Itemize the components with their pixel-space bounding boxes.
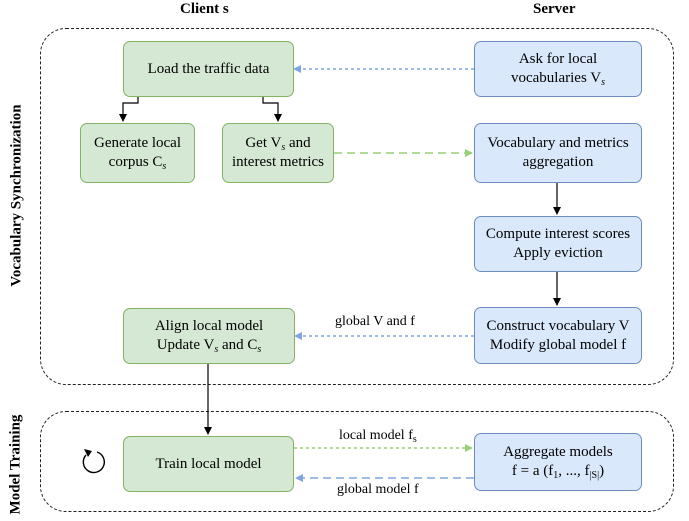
- get-vs-box: Get Vs and interest metrics: [222, 123, 334, 183]
- compute-line2: Apply eviction: [513, 245, 603, 261]
- construct-line2: Modify global model f: [489, 336, 627, 353]
- ask-line2: vocabularies Vs: [510, 70, 606, 88]
- aggregate-models-box: Aggregate models f = a (f1, ..., f|S|): [474, 433, 642, 491]
- train-local-model-box: Train local model: [123, 436, 294, 492]
- construct-line1: Construct vocabulary V: [486, 317, 630, 334]
- arrow-load-to-corpus: [119, 97, 139, 122]
- get-vs-line2: interest metrics: [231, 154, 325, 170]
- client-header: Client s: [180, 1, 229, 17]
- aggregation-line1: Vocabulary and metrics: [487, 135, 629, 151]
- aggregate-line1: Aggregate models: [503, 444, 613, 460]
- ask-line1: Ask for local: [518, 51, 598, 67]
- align-line1: Align local model: [154, 318, 264, 334]
- ask-vocabularies-box: Ask for local vocabularies Vs: [474, 41, 642, 97]
- server-header: Server: [533, 1, 576, 17]
- generate-corpus-line2: corpus Cs: [108, 154, 167, 172]
- construct-vocabulary-box: Construct vocabulary V Modify global mod…: [474, 307, 642, 364]
- get-vs-line1: Get Vs and: [245, 135, 311, 153]
- local-model-label: local model fs: [339, 428, 417, 445]
- align-line2: Update Vs and Cs: [156, 337, 262, 355]
- generate-corpus-box: Generate local corpus Cs: [80, 123, 195, 183]
- vocab-sync-region: [40, 28, 674, 385]
- aggregate-line2: f = a (f1, ..., f|S|): [511, 463, 605, 481]
- refresh-cycle-icon: [82, 449, 106, 474]
- aggregation-line2: aggregation: [522, 154, 594, 170]
- global-vf-label: global V and f: [335, 314, 415, 329]
- train-local-label: Train local model: [155, 455, 262, 472]
- compute-interest-box: Compute interest scores Apply eviction: [474, 216, 642, 272]
- compute-line1: Compute interest scores: [485, 226, 631, 242]
- vocab-metrics-aggregation-box: Vocabulary and metrics aggregation: [474, 123, 642, 183]
- generate-corpus-line1: Generate local: [93, 135, 182, 151]
- align-local-model-box: Align local model Update Vs and Cs: [123, 308, 295, 364]
- arrow-load-to-getvs: [262, 97, 282, 122]
- load-traffic-label: Load the traffic data: [147, 60, 270, 77]
- global-model-label: global model f: [337, 482, 419, 497]
- load-traffic-box: Load the traffic data: [123, 41, 294, 97]
- model-training-region: [40, 411, 674, 512]
